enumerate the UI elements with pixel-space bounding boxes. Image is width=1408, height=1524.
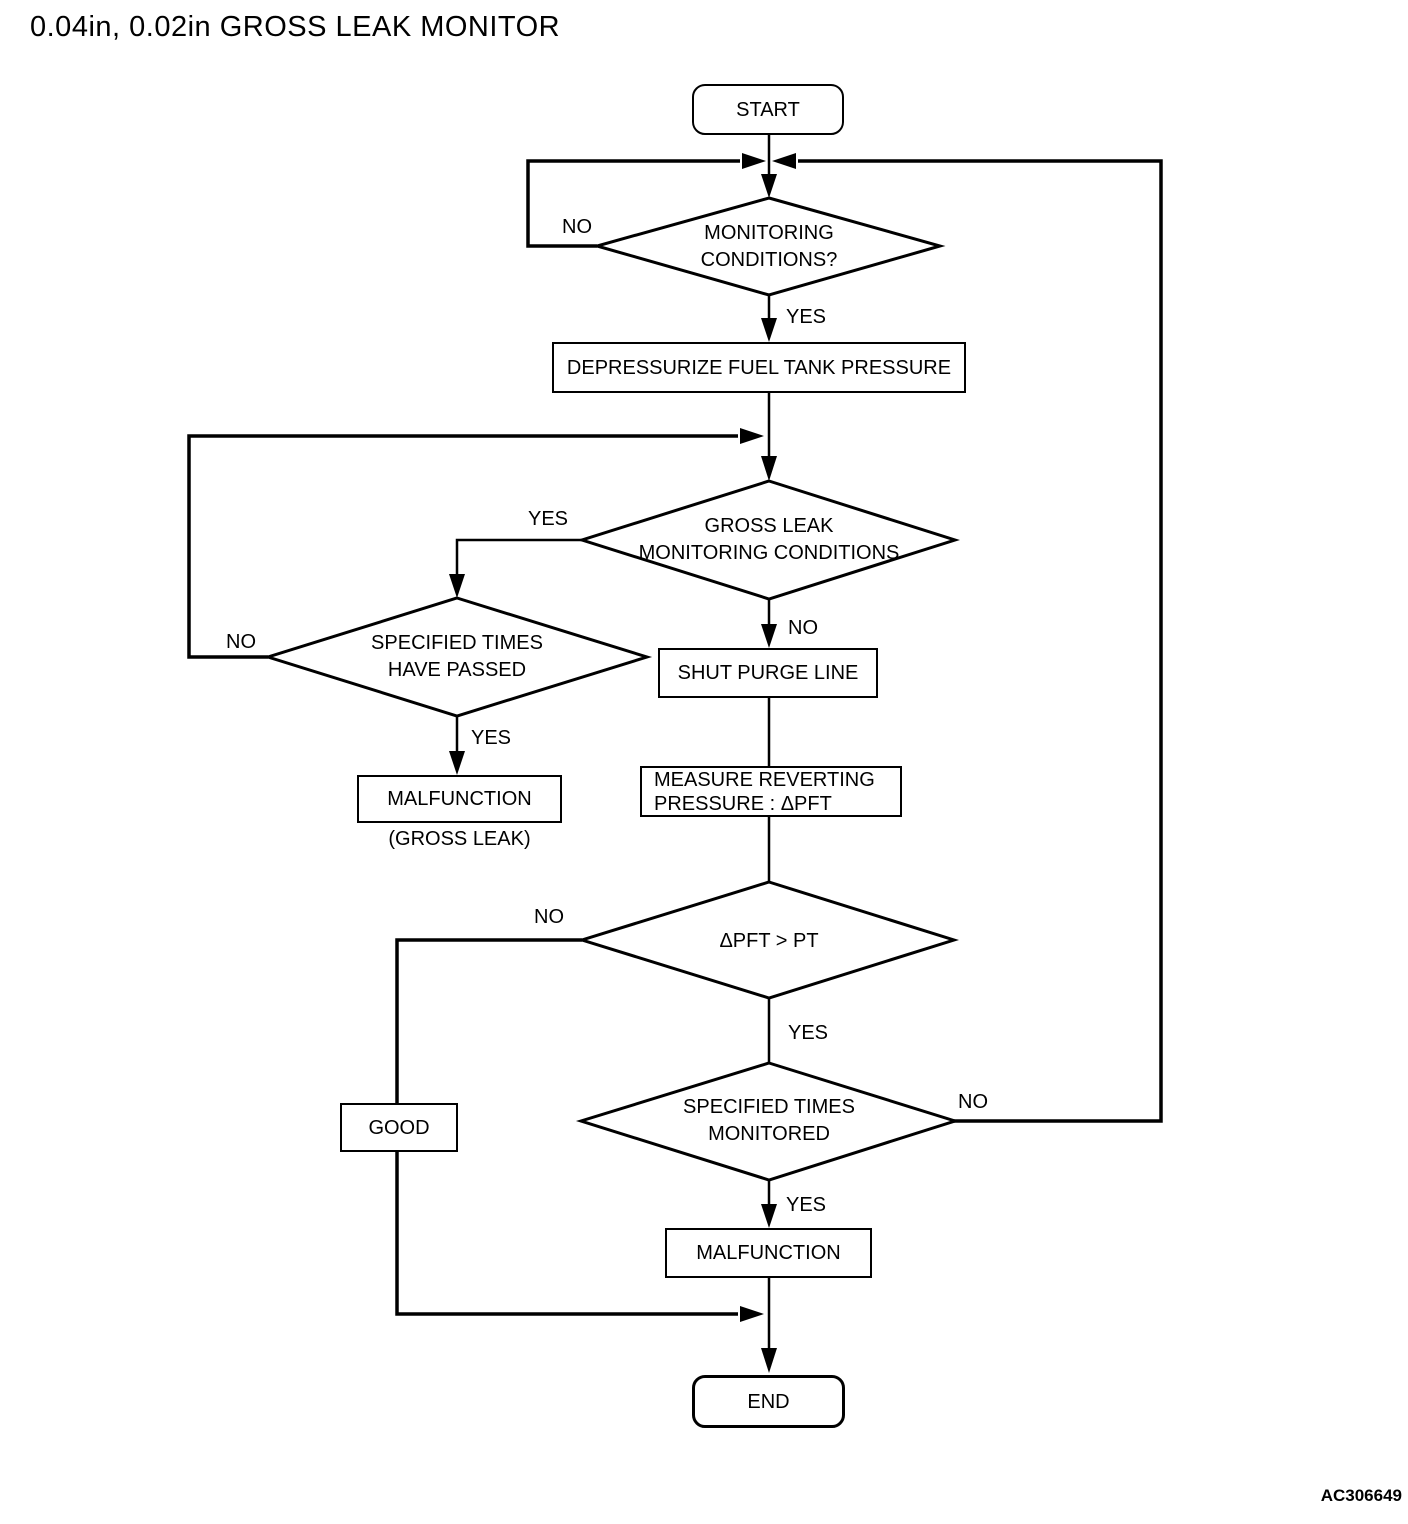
process-measure-reverting: MEASURE REVERTING PRESSURE : ΔPFT [640, 766, 902, 817]
decision-specified-times-passed-shape [262, 596, 653, 718]
edge-label-gross-leak-yes: YES [528, 508, 569, 530]
edge-label-times-passed-no: NO [226, 631, 256, 653]
measure-line1: MEASURE REVERTING [654, 768, 875, 791]
process-malfunction: MALFUNCTION [665, 1228, 872, 1278]
decision-delta-pft-gt-pt-shape [576, 880, 960, 1000]
decision-delta-pft-gt-pt-label: ΔPFT > PT [719, 930, 819, 952]
process-depressurize: DEPRESSURIZE FUEL TANK PRESSURE [552, 342, 966, 393]
end-node: END [692, 1375, 845, 1428]
edge-label-delta-pft-yes: YES [788, 1022, 829, 1044]
measure-line2: PRESSURE : ΔPFT [654, 792, 832, 815]
figure-code: AC306649 [1320, 1486, 1402, 1505]
edge-label-delta-pft-no: NO [534, 906, 564, 928]
decision-specified-times-monitored-label: SPECIFIED TIMES MONITORED [683, 1096, 855, 1145]
edge-label-monitoring-yes: YES [786, 306, 827, 328]
decision-specified-times-passed-label: SPECIFIED TIMES HAVE PASSED [371, 632, 543, 681]
page-title: 0.04in, 0.02in GROSS LEAK MONITOR [30, 11, 561, 43]
decision-gross-leak-conditions-shape [577, 479, 960, 601]
decision-specified-times-monitored-shape [575, 1061, 960, 1182]
edge-label-gross-leak-no: NO [788, 617, 818, 639]
start-node: START [692, 84, 844, 135]
edge-label-times-passed-yes: YES [471, 727, 512, 749]
process-malfunction-gross-leak: MALFUNCTION [357, 775, 562, 823]
decision-monitoring-conditions-label: MONITORING CONDITIONS? [700, 222, 838, 271]
decision-gross-leak-conditions-label: GROSS LEAK MONITORING CONDITIONS [638, 515, 900, 564]
decision-monitoring-conditions-shape [591, 196, 946, 297]
edge-label-monitoring-no: NO [562, 216, 592, 238]
process-good: GOOD [340, 1103, 458, 1152]
process-shut-purge-line: SHUT PURGE LINE [658, 648, 878, 698]
gross-leak-note: (GROSS LEAK) [388, 828, 531, 850]
arrowheads [449, 153, 796, 1373]
edge-label-times-monitored-no: NO [958, 1091, 988, 1113]
edge-label-times-monitored-yes: YES [786, 1194, 827, 1216]
